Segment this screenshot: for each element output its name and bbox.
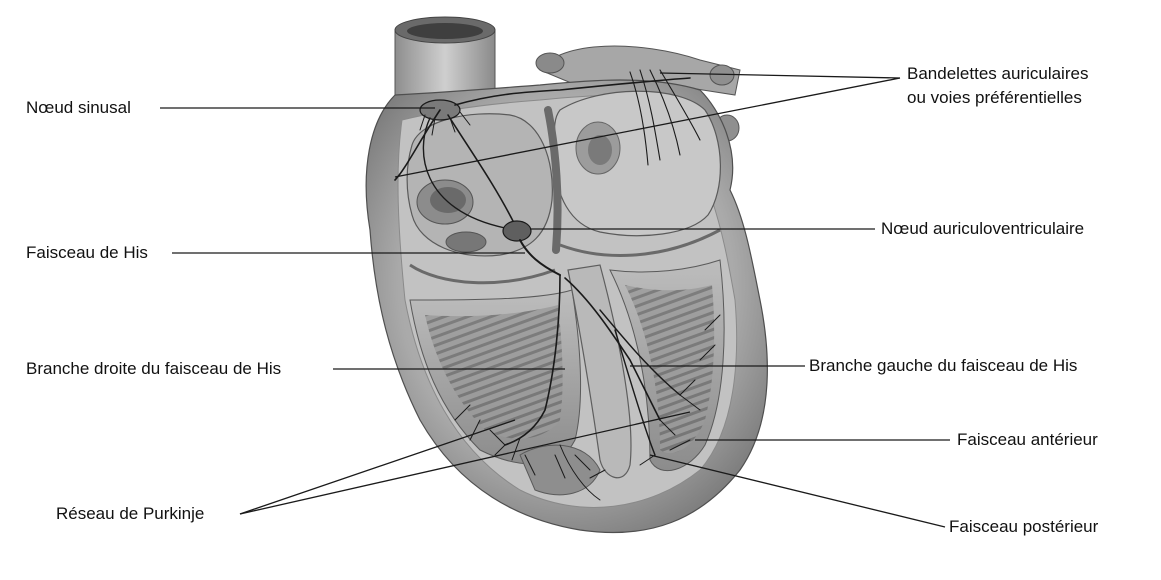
label-bandelettes-line1: Bandelettes auriculaires — [907, 63, 1088, 85]
av-node-shape — [503, 221, 531, 241]
label-noeud-sinusal: Nœud sinusal — [26, 97, 131, 119]
label-faisceau-his: Faisceau de His — [26, 242, 148, 264]
label-faisceau-posterieur: Faisceau postérieur — [949, 516, 1098, 538]
label-reseau-purkinje: Réseau de Purkinje — [56, 503, 204, 525]
label-bandelettes-line2: ou voies préférentielles — [907, 87, 1082, 109]
label-branche-droite: Branche droite du faisceau de His — [26, 358, 281, 380]
label-faisceau-anterieur: Faisceau antérieur — [957, 429, 1098, 451]
aorta — [395, 17, 495, 95]
label-noeud-av: Nœud auriculoventriculaire — [881, 218, 1084, 240]
label-branche-gauche: Branche gauche du faisceau de His — [809, 355, 1077, 377]
left-atrium — [554, 91, 720, 235]
